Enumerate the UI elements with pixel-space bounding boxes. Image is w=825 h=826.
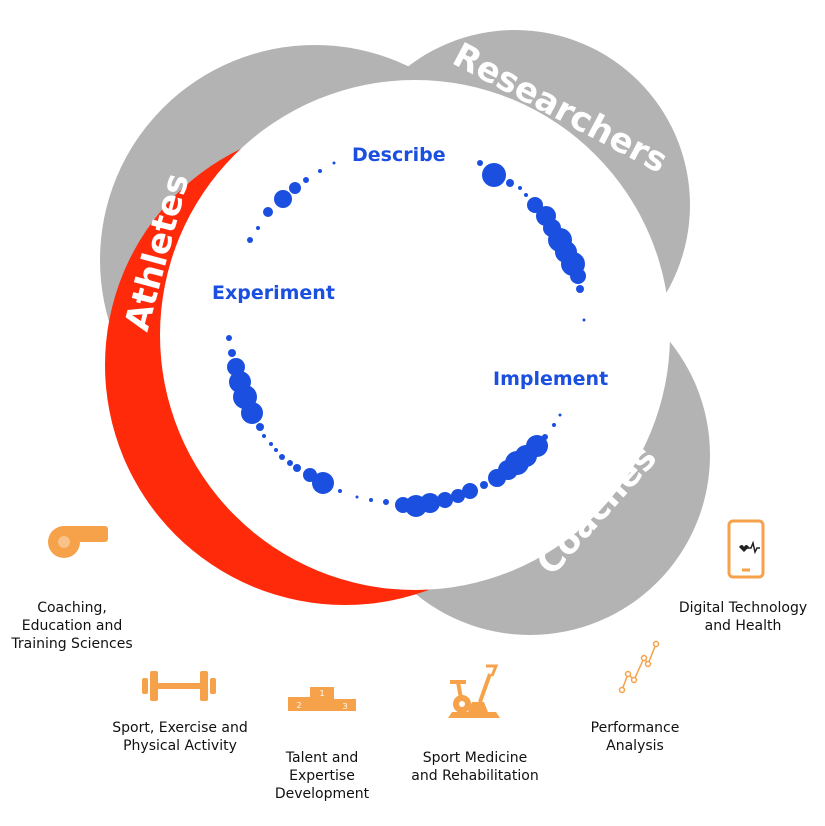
exercise-bike-icon	[448, 664, 500, 718]
cycle-dot	[570, 268, 586, 284]
cycle-dot	[289, 182, 301, 194]
cycle-dot	[247, 237, 253, 243]
cycle-dot	[228, 349, 236, 357]
podium-number-2: 2	[296, 701, 301, 710]
cycle-dot	[420, 493, 440, 513]
cycle-dot	[369, 498, 373, 502]
cycle-dot	[582, 318, 586, 322]
cycle-dot	[518, 186, 522, 190]
cycle-dot	[332, 161, 336, 165]
cycle-dot	[437, 492, 453, 508]
cycle-dot	[506, 179, 514, 187]
cycle-dot	[274, 448, 278, 452]
cycle-dot	[262, 434, 266, 438]
cycle-dot	[318, 169, 322, 173]
podium-icon: 1 2 3	[288, 687, 356, 711]
cycle-dot	[256, 226, 260, 230]
podium-number-1: 1	[319, 689, 324, 698]
sport-exercise-label: Sport, Exercise and Physical Activity	[112, 720, 248, 754]
cycle-dot	[226, 335, 232, 341]
cycle-dot	[355, 495, 359, 499]
cycle-dot	[256, 423, 264, 431]
cycle-dot	[477, 160, 483, 166]
talent-label: Talent and Expertise Development	[274, 750, 370, 802]
cycle-dot	[482, 163, 506, 187]
digital-label: Digital Technology and Health	[678, 600, 808, 634]
cycle-dot	[287, 460, 293, 466]
whistle-icon	[48, 526, 108, 558]
cycle-dot	[293, 464, 301, 472]
cycle-dots	[226, 160, 586, 517]
cycle-dot	[552, 423, 556, 427]
cycle-dot	[576, 285, 584, 293]
cycle-dot	[312, 472, 334, 494]
cycle-dot	[542, 434, 548, 440]
cycle-dot	[526, 435, 548, 457]
cycle-dot	[263, 207, 273, 217]
cycle-dot	[558, 413, 562, 417]
cycle-dot	[383, 499, 389, 505]
cycle-dot	[274, 190, 292, 208]
line-graph-icon	[618, 640, 660, 694]
implement-label: Implement	[493, 368, 608, 390]
podium-number-3: 3	[342, 702, 347, 711]
cycle-dot	[480, 481, 488, 489]
cycle-dot	[338, 489, 342, 493]
coaching-label: Coaching, Education and Training Science…	[11, 600, 133, 652]
describe-label: Describe	[352, 144, 446, 166]
medicine-label: Sport Medicine and Rehabilitation	[411, 750, 539, 784]
cycle-dot	[279, 454, 285, 460]
cycle-dot	[269, 442, 273, 446]
cycle-dot	[524, 193, 528, 197]
cycle-dot	[462, 483, 478, 499]
dumbbell-icon	[142, 671, 216, 701]
experiment-label: Experiment	[212, 282, 335, 304]
cycle-dot	[451, 489, 465, 503]
cycle-dot	[303, 177, 309, 183]
cycle-dot	[241, 402, 263, 424]
tablet-heartbeat-icon	[727, 519, 765, 579]
performance-label: Performance Analysis	[590, 720, 680, 754]
